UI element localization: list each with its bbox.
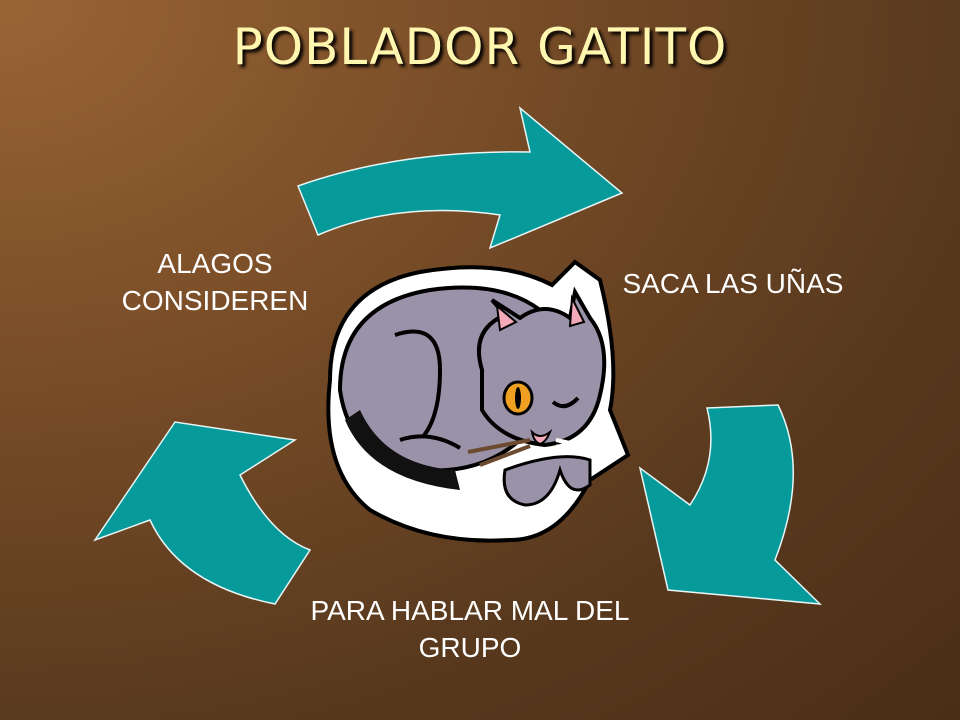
cycle-arrow-left [93,421,312,605]
cycle-arrow-top [297,106,624,250]
cycle-node-left: ALAGOS CONSIDEREN [121,248,309,316]
cycle-arrow-right [638,404,823,605]
cycle-node-right: SACA LAS UÑAS [622,268,844,299]
cat-clipart-icon [326,259,631,543]
cycle-node-bottom: PARA HABLAR MAL DEL GRUPO [310,595,630,663]
page-title: POBLADOR GATITO [232,18,728,76]
